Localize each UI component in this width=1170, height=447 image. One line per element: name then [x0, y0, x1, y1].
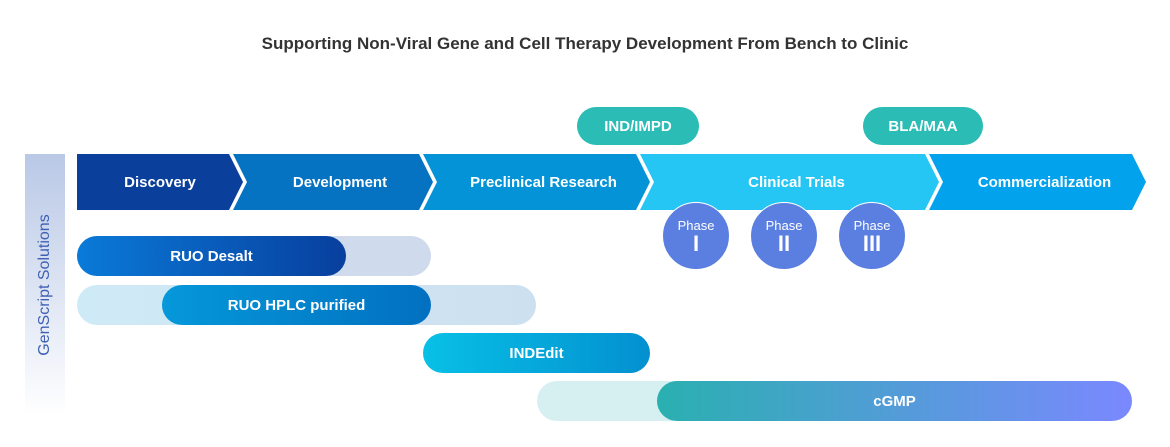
phase-label: Phase — [853, 217, 891, 233]
phase-numeral: II — [777, 230, 791, 256]
phase-numeral: III — [862, 230, 882, 256]
ruo-desalt-bar: RUO Desalt — [77, 236, 346, 276]
diagram-title: Supporting Non-Viral Gene and Cell Thera… — [261, 34, 909, 53]
phase-label: Phase — [765, 217, 803, 233]
milestone-ind-impd: IND/IMPD — [577, 107, 699, 145]
stage-commercialization: Commercialization — [929, 154, 1146, 210]
side-label-panel: GenScript Solutions — [25, 154, 65, 416]
stage-clinical-trials-label: Clinical Trials — [748, 173, 845, 191]
cgmp-bar: cGMP — [657, 381, 1132, 421]
milestone-bla-maa: BLA/MAA — [863, 107, 983, 145]
ruo-hplc-bar: RUO HPLC purified — [162, 285, 431, 325]
stage-preclinical-research: Preclinical Research — [423, 154, 650, 210]
stage-development: Development — [233, 154, 433, 210]
indedit-bar: INDEdit — [423, 333, 650, 373]
side-label: GenScript Solutions — [36, 214, 53, 356]
phase-label: Phase — [677, 217, 715, 233]
stage-clinical-trials: Clinical Trials — [640, 154, 939, 210]
stage-discovery: Discovery — [77, 154, 243, 210]
phase-numeral: I — [692, 230, 700, 256]
